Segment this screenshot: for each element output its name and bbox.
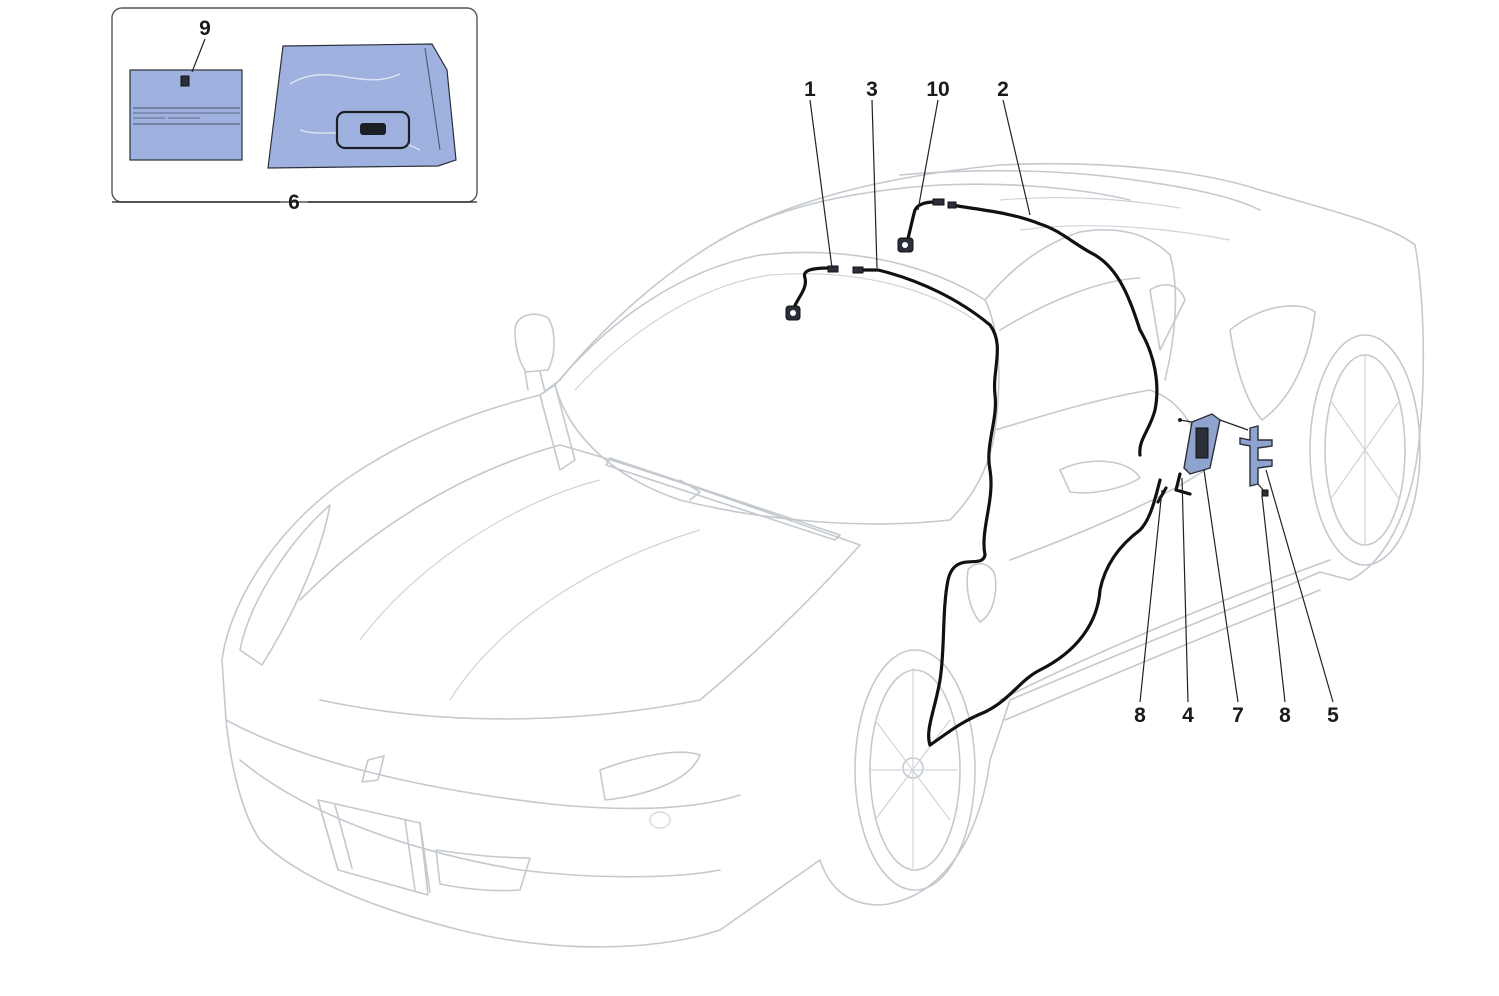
callout-3: 3	[866, 78, 878, 101]
leader-lines	[112, 38, 1334, 703]
callout-7: 7	[1232, 704, 1244, 727]
inset-box	[111, 7, 478, 203]
callout-4: 4	[1182, 704, 1194, 727]
callout-8-left: 8	[1134, 704, 1146, 727]
part-9-label-sheet	[129, 69, 243, 161]
harness-1-windshield	[785, 265, 839, 321]
callout-6: 6	[288, 191, 300, 214]
harness-3-a-pillar	[852, 266, 999, 747]
callout-5: 5	[1327, 704, 1339, 727]
harness-10-rollbar	[897, 198, 945, 253]
callout-8-right: 8	[1279, 704, 1291, 727]
callout-1: 1	[804, 78, 816, 101]
car-outline	[221, 162, 1425, 948]
harness-2-roof-side	[928, 201, 1162, 747]
part-8-clip-right	[1257, 483, 1269, 497]
callout-10: 10	[926, 78, 949, 101]
callout-9: 9	[199, 17, 211, 40]
part-4-bracket-wire	[1174, 472, 1192, 496]
part-5-mounting-bracket	[1219, 419, 1273, 487]
part-7-control-module	[1178, 413, 1221, 475]
callout-2: 2	[997, 78, 1009, 101]
part-6-insulation-mat	[267, 43, 457, 169]
